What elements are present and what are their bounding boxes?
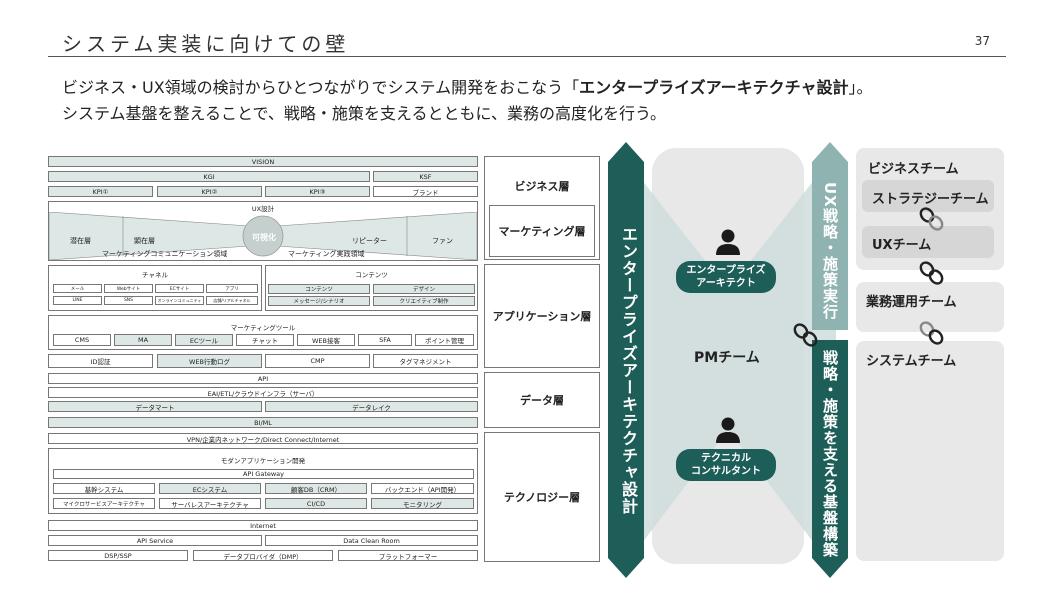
vision-box: VISION — [48, 156, 478, 167]
platformer-box: プラットフォーマー — [338, 550, 478, 561]
consultant-pill: テクニカル コンサルタント — [676, 449, 776, 481]
repeater-label: リピーター — [352, 237, 387, 245]
crm-box: 顧客DB（CRM） — [265, 483, 367, 494]
pm-team-label: PMチーム — [694, 350, 760, 366]
system-team-label: システムチーム — [866, 354, 957, 369]
dmp-box: データプロバイダ（DMP） — [193, 550, 333, 561]
architect-person-icon — [716, 229, 740, 255]
api-service-box: API Service — [48, 535, 262, 546]
ux-team-box — [862, 226, 994, 258]
business-team-label: ビジネスチーム — [868, 162, 959, 177]
data-mart-box: データマート — [48, 401, 262, 412]
slide-title: システム実装に向けての壁 — [62, 32, 350, 56]
latent-label: 潜在層 — [70, 237, 91, 245]
layer-marketing: マーケティング層 — [489, 205, 595, 257]
line-box: LINE — [53, 296, 102, 305]
fan-label: ファン — [432, 237, 453, 245]
microservice-box: マイクロサービスアーキテクチャ — [53, 498, 155, 509]
monitoring-box: モニタリング — [371, 498, 474, 509]
id-auth-box: ID認証 — [48, 354, 153, 368]
dsp-ssp-box: DSP/SSP — [48, 550, 188, 561]
modern-app-label: モダンアプリケーション開発 — [220, 457, 306, 465]
ea-vertical-label: エンタープライズアーキテクチャ設計 — [619, 226, 638, 515]
lead-line-1-bold: エンタープライズアーキテクチャ設計 — [579, 78, 849, 97]
chain-link-icon — [919, 261, 944, 285]
lead-line-1: ビジネス・UX領域の検討からひとつながりでシステム開発をおこなう「エンタープライ… — [62, 74, 873, 98]
mp-area-label: マーケティング実践領域 — [288, 250, 365, 258]
strategy-team-label: ストラテジーチーム — [872, 192, 989, 207]
tag-management-box: タグマネジメント — [373, 354, 478, 368]
vpn-box: VPN/企業内ネットワーク/Direct Connect/Internet — [48, 433, 478, 444]
content-box: コンテンツ — [268, 284, 370, 294]
kpi2-box: KPI② — [157, 186, 262, 197]
ma-box: MA — [114, 334, 172, 346]
layer-application: アプリケーション層 — [484, 264, 600, 368]
operations-team-label: 業務運用チーム — [866, 295, 957, 310]
data-clean-room-box: Data Clean Room — [265, 535, 478, 546]
api-box: API — [48, 373, 478, 384]
design-box: デザイン — [373, 284, 475, 294]
lead-line-2: システム基盤を整えることで、戦略・施策を支えるとともに、業務の高度化を行う。 — [62, 104, 667, 123]
cicd-box: CI/CD — [265, 498, 367, 509]
visualization-label: 可視化 — [252, 233, 276, 242]
kpi3-box: KPI③ — [265, 186, 370, 197]
mc-area-label: マーケティングコミュニケーション領域 — [102, 250, 228, 258]
title-divider — [48, 56, 1006, 57]
message-scenario-box: メッセージ/シナリオ — [268, 296, 370, 306]
bi-ml-box: BI/ML — [48, 417, 478, 428]
strategy-team-box — [862, 180, 994, 212]
ux-team-label: UXチーム — [872, 238, 932, 253]
sns-box: SNS — [104, 296, 153, 305]
layer-business-label: ビジネス層 — [514, 180, 570, 193]
store-channel-box: 店舗/リアルチャネル — [206, 296, 258, 305]
kgi-box: KGI — [48, 171, 370, 182]
chain-link-icon — [919, 321, 944, 345]
contents-label: コンテンツ — [355, 271, 388, 279]
backend-box: バックエンド（API開発） — [371, 483, 474, 494]
cmp-box: CMP — [265, 354, 370, 368]
ux-funnel-graphic — [49, 212, 477, 260]
base-vertical-label: 戦略・施策を支える基盤構築 — [821, 350, 839, 558]
sfa-box: SFA — [358, 334, 412, 346]
app-box: アプリ — [206, 284, 258, 293]
layer-technology: テクノロジー層 — [484, 432, 600, 562]
cms-box: CMS — [53, 334, 111, 346]
ux-design-label: UX設計 — [251, 205, 275, 213]
lead-line-1-pre: ビジネス・UX領域の検討からひとつながりでシステム開発をおこなう「 — [62, 78, 580, 97]
web-cs-box: WEB接客 — [297, 334, 355, 346]
architect-pill: エンタープライズ アーキテクト — [676, 261, 776, 293]
data-lake-box: データレイク — [265, 401, 478, 412]
core-system-box: 基幹システム — [53, 483, 155, 494]
channel-label: チャネル — [142, 271, 168, 279]
marketing-tools-label: マーケティングツール — [230, 324, 296, 332]
page-number: 37 — [974, 34, 990, 48]
creative-box: クリエイティブ制作 — [373, 296, 475, 306]
web-log-box: WEB行動ログ — [157, 354, 262, 368]
kpi1-box: KPI① — [48, 186, 153, 197]
system-team-panel — [856, 341, 1004, 561]
chain-link-icon — [793, 323, 818, 347]
chain-link-icon — [919, 207, 944, 231]
ectool-box: ECツール — [175, 334, 233, 346]
consultant-person-icon — [716, 417, 740, 443]
brand-box: ブランド — [373, 186, 478, 197]
ux-vertical-label: UX戦略・施策実行 — [821, 182, 839, 320]
online-community-box: オンラインコミュニティ — [155, 296, 204, 305]
layer-data: データ層 — [484, 372, 600, 428]
point-box: ポイント管理 — [415, 334, 474, 346]
ksf-box: KSF — [373, 171, 478, 182]
eai-box: EAI/ETL/クラウドインフラ（サーバ） — [48, 387, 478, 398]
serverless-box: サーバレスアーキテクチャ — [159, 498, 261, 509]
mail-box: メール — [53, 284, 102, 293]
manifest-label: 顕在層 — [134, 237, 155, 245]
ecsite-box: ECサイト — [155, 284, 204, 293]
internet-box: Internet — [48, 520, 478, 531]
api-gateway-box: API Gateway — [53, 469, 474, 479]
ec-system-box: ECシステム — [159, 483, 261, 494]
website-box: Webサイト — [104, 284, 153, 293]
chat-box: チャット — [236, 334, 294, 346]
lead-line-1-post: 」。 — [848, 78, 873, 97]
